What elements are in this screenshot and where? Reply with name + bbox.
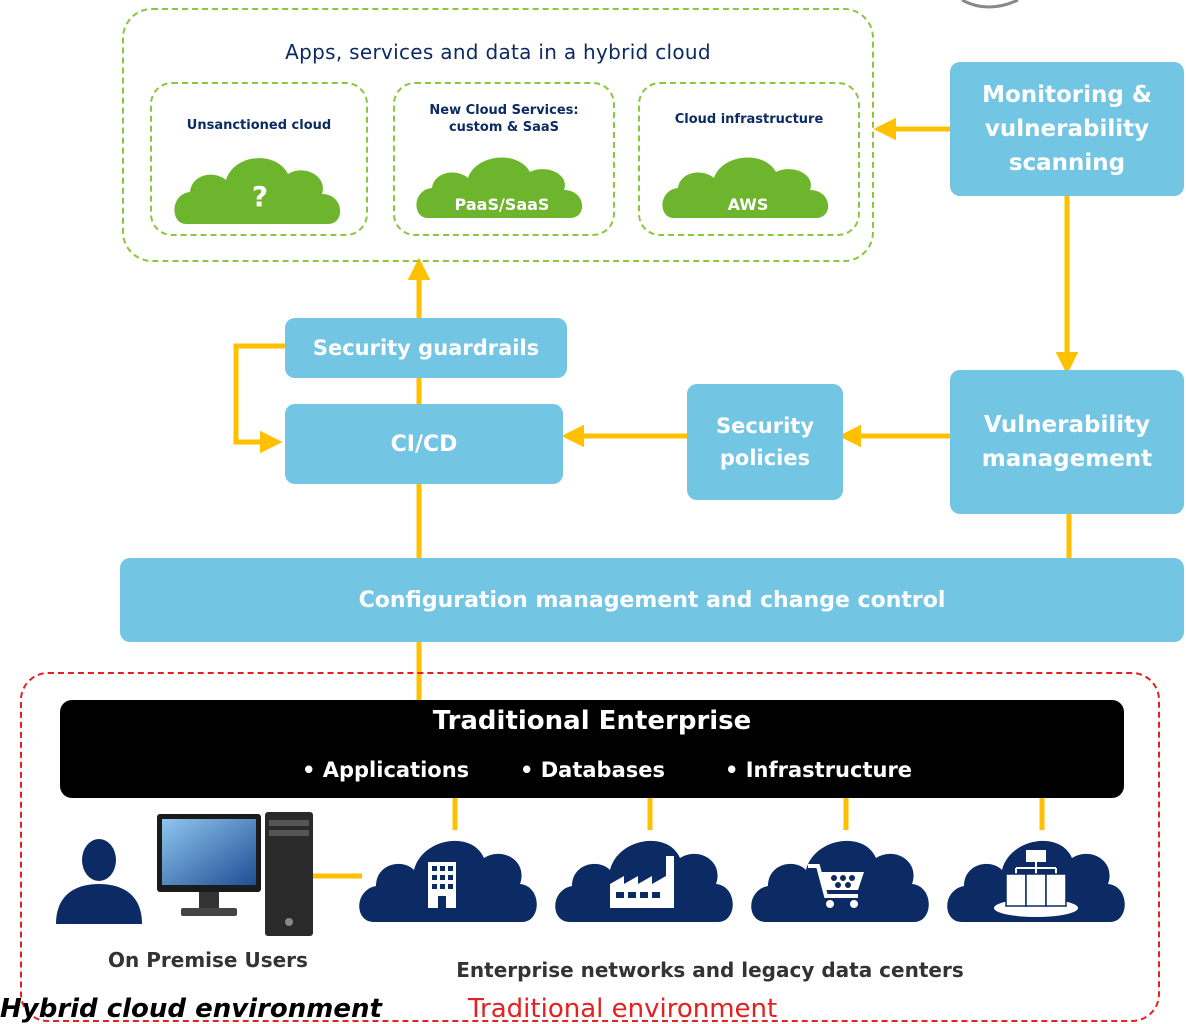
bottom-cut-right-text: Traditional environment — [468, 994, 778, 1024]
vulnerability-management-box: Vulnerability management — [950, 370, 1184, 514]
factory-cloud-icon — [555, 840, 733, 922]
cloud-text-aws: AWS — [728, 195, 769, 214]
cicd-box: CI/CD — [285, 404, 563, 484]
on-premise-users-label: On Premise Users — [108, 948, 308, 972]
user-icon — [56, 839, 142, 924]
datacenter-cloud-icon — [947, 840, 1125, 922]
panel-label-new-cloud-services: New Cloud Services: custom & SaaS — [429, 103, 579, 135]
cloud-text-question: ? — [252, 180, 268, 213]
panel-new-cloud-services — [393, 82, 615, 236]
hybrid-cloud-title: Apps, services and data in a hybrid clou… — [285, 40, 711, 64]
security-policies-box: Security policies — [687, 384, 843, 500]
traditional-enterprise-bar — [60, 700, 1124, 798]
green-cloud-aws: AWS — [662, 157, 829, 218]
green-cloud-paas-saas: PaaS/SaaS — [416, 157, 583, 218]
panel-cloud-infrastructure — [638, 82, 860, 236]
monitoring-box: Monitoring & vulnerability scanning — [950, 62, 1184, 196]
panel-label-cloud-infrastructure: Cloud infrastructure — [674, 112, 824, 127]
enterprise-title: Traditional Enterprise — [432, 706, 752, 736]
building-cloud-icon — [359, 840, 537, 922]
cart-cloud-icon — [751, 840, 929, 922]
computer-icon — [157, 812, 313, 936]
hybrid-cloud-container — [122, 8, 874, 262]
top-cut-shape — [961, 0, 1019, 9]
config-management-box: Configuration management and change cont… — [120, 558, 1184, 642]
bullet-infrastructure: • Infrastructure — [725, 758, 913, 782]
green-cloud-question: ? — [174, 158, 341, 224]
panel-unsanctioned-cloud — [150, 82, 368, 236]
bottom-cut-left-text: Hybrid cloud environment — [0, 994, 382, 1024]
security-guardrails-box: Security guardrails — [285, 318, 567, 378]
bullet-databases: • Databases — [520, 758, 665, 782]
panel-label-unsanctioned: Unsanctioned cloud — [186, 118, 332, 133]
enterprise-networks-label: Enterprise networks and legacy data cent… — [456, 958, 964, 982]
bullet-applications: • Applications — [302, 758, 470, 782]
arrow-guardrails-loop — [233, 343, 285, 454]
cloud-text-paas-saas: PaaS/SaaS — [455, 195, 550, 214]
